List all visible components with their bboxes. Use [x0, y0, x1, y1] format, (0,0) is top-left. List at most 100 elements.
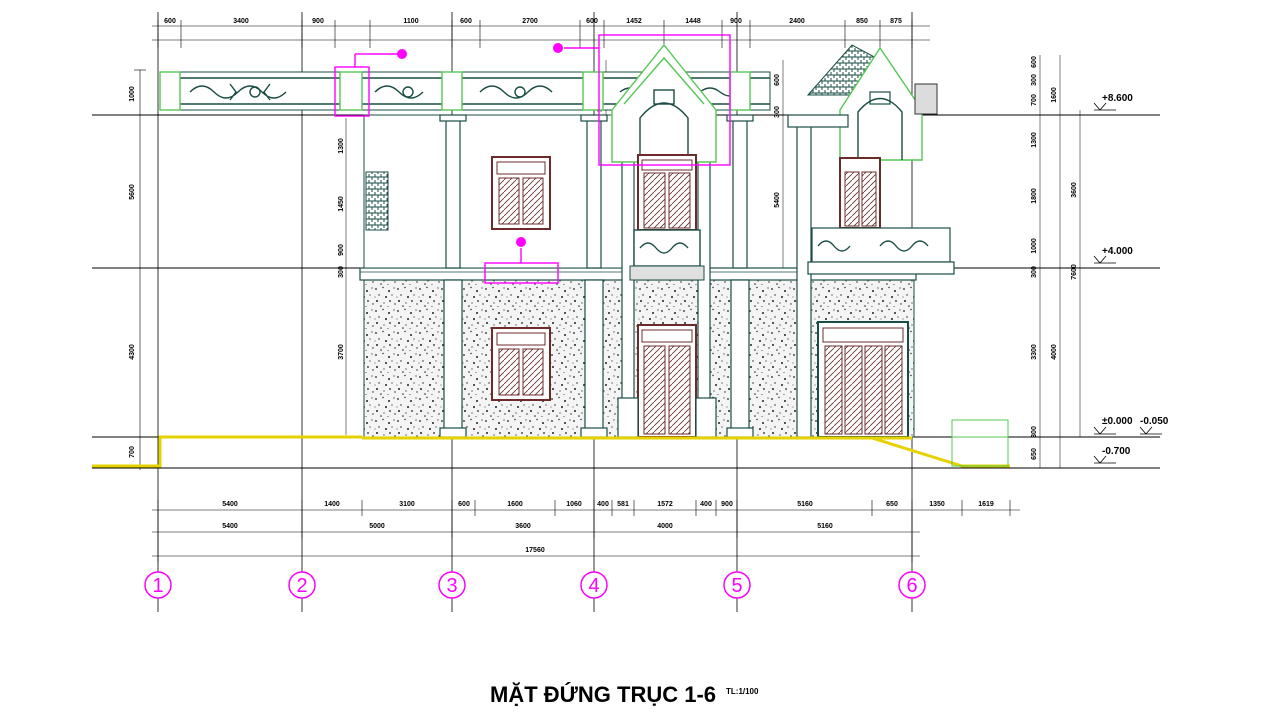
level-step: -0.050 — [1140, 416, 1169, 427]
dim-left-4: 700 — [129, 446, 136, 458]
dim-bottom-3: 3100 — [399, 501, 415, 508]
dim-axis-4: 4000 — [657, 523, 673, 530]
lower-window — [491, 327, 551, 401]
level-ground: ±0.000 — [1102, 416, 1133, 427]
dim-bottom-6: 1060 — [566, 501, 582, 508]
dim-top-11: 2400 — [789, 18, 805, 25]
bottom-dimension-lines — [152, 500, 1020, 562]
dim-inner-5: 3700 — [338, 344, 345, 360]
dim-bottom-11: 900 — [721, 501, 733, 508]
right-upper-door — [807, 157, 955, 275]
dim-top-4: 1100 — [403, 18, 418, 25]
dim-top-2: 3400 — [233, 18, 249, 25]
left-dimension-labels: 1000 5600 4300 700 — [129, 86, 136, 458]
annotation-frames — [334, 34, 731, 284]
dim-right-out-3: 3600 — [1071, 182, 1078, 198]
annotation-markers — [397, 43, 563, 247]
dim-top-3: 900 — [312, 18, 324, 25]
dim-bottom-4: 600 — [458, 501, 470, 508]
dim-top-5: 600 — [460, 18, 472, 25]
dim-right-in-3: 700 — [1031, 94, 1038, 106]
dim-mid-3: 5400 — [774, 192, 781, 208]
top-dimension-lines — [152, 20, 930, 48]
ground-terrain — [92, 435, 1010, 468]
dim-left-3: 4300 — [129, 344, 136, 360]
dim-right-in-10: 650 — [1031, 448, 1038, 460]
axis-label-1: 1 — [152, 575, 163, 597]
dim-total: 17560 — [525, 547, 545, 554]
dim-axis-5: 5160 — [817, 523, 833, 530]
dim-right-in-4: 1300 — [1031, 132, 1038, 148]
dim-inner-1: 1300 — [338, 138, 345, 154]
dim-bottom-8: 581 — [617, 501, 629, 508]
lower-center-door — [637, 324, 697, 438]
left-dimension-lines — [134, 69, 146, 470]
dim-right-in-1: 600 — [1031, 56, 1038, 68]
axis-label-5: 5 — [731, 575, 742, 597]
axis-label-2: 2 — [296, 575, 307, 597]
dim-top-7: 600 — [586, 18, 598, 25]
dim-bottom-1: 5400 — [222, 501, 238, 508]
dim-right-out-4: 7600 — [1071, 264, 1078, 280]
dim-right-in-7: 300 — [1031, 266, 1038, 278]
dim-bottom-2: 1400 — [324, 501, 340, 508]
dim-right-in-8: 3300 — [1031, 344, 1038, 360]
dim-bottom-15: 1619 — [978, 501, 994, 508]
dim-mid-2: 300 — [774, 106, 781, 118]
level-labels: +8.600 +4.000 ±0.000 -0.050 -0.700 — [1102, 93, 1169, 457]
center-upper-door — [629, 154, 705, 281]
level-floor2: +4.000 — [1102, 246, 1133, 257]
right-gable — [787, 44, 938, 161]
drawing-title: MẶT ĐỨNG TRỤC 1-6 — [490, 682, 716, 707]
dim-right-in-5: 1800 — [1031, 188, 1038, 204]
dim-inner-3: 900 — [338, 244, 345, 256]
axis-label-4: 4 — [588, 575, 599, 597]
dim-inner-2: 1450 — [338, 196, 345, 212]
dim-mid-1: 600 — [774, 74, 781, 86]
axis-label-6: 6 — [906, 575, 917, 597]
lower-right-door — [817, 321, 909, 438]
dim-top-1: 600 — [164, 18, 176, 25]
dim-top-10: 900 — [730, 18, 742, 25]
dim-top-9: 1448 — [685, 18, 701, 25]
central-gable — [611, 43, 717, 163]
dim-bottom-12: 5160 — [797, 501, 813, 508]
columns — [439, 114, 812, 438]
dim-bottom-5: 1600 — [507, 501, 523, 508]
dim-right-in-2: 300 — [1031, 74, 1038, 86]
right-steps — [951, 419, 1009, 467]
dim-left-2: 5600 — [129, 184, 136, 200]
dim-top-6: 2700 — [522, 18, 538, 25]
dim-axis-3: 3600 — [515, 523, 531, 530]
top-dimension-labels: 600 3400 900 1100 600 2700 600 1452 1448… — [164, 18, 902, 25]
dim-bottom-7: 400 — [597, 501, 609, 508]
dim-inner-4: 300 — [338, 266, 345, 278]
drawing-scale: TL:1/100 — [726, 687, 759, 696]
level-markers — [1093, 102, 1162, 464]
left-side-window — [365, 171, 389, 231]
bottom-detail-labels: 5400 1400 3100 600 1600 1060 400 581 157… — [222, 501, 994, 508]
dim-top-13: 875 — [890, 18, 902, 25]
axis-label-3: 3 — [446, 575, 457, 597]
dim-right-out-1: 1600 — [1051, 87, 1058, 103]
dim-axis-2: 5000 — [369, 523, 385, 530]
bottom-axis-labels: 5400 5000 3600 4000 5160 17560 — [222, 523, 833, 554]
dim-bottom-13: 650 — [886, 501, 898, 508]
level-roof: +8.600 — [1102, 93, 1133, 104]
dim-bottom-9: 1572 — [657, 501, 673, 508]
axis-bubbles — [144, 571, 926, 599]
upper-window — [491, 156, 551, 230]
dim-top-8: 1452 — [626, 18, 642, 25]
dim-right-in-6: 1000 — [1031, 238, 1038, 254]
dim-top-12: 850 — [856, 18, 868, 25]
dim-right-out-2: 4000 — [1051, 344, 1058, 360]
axis-labels: 1 2 3 4 5 6 — [152, 575, 917, 597]
dim-right-in-9: 300 — [1031, 426, 1038, 438]
level-base: -0.700 — [1102, 446, 1131, 457]
dim-bottom-14: 1350 — [929, 501, 945, 508]
dim-axis-1: 5400 — [222, 523, 238, 530]
dim-bottom-10: 400 — [700, 501, 712, 508]
dim-left-1: 1000 — [129, 86, 136, 102]
column-pedestals — [617, 397, 717, 438]
